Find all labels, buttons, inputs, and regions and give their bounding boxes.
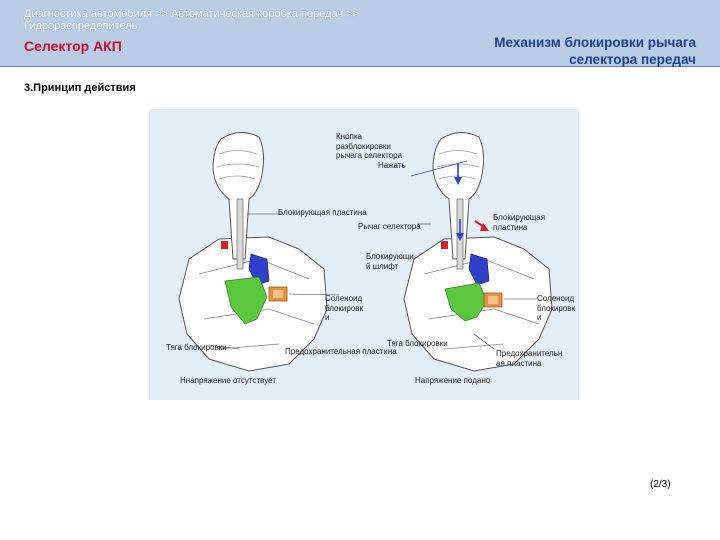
breadcrumb-line-2: Гидрораспределитель — [24, 20, 138, 32]
label-solenoid-right-line-3: и — [537, 313, 542, 322]
label-lock-pin-line-1: Блокирующи — [366, 252, 414, 261]
label-lock-plate-right: Блокирующая пластина — [493, 213, 546, 232]
breadcrumb: Диагностика автомобиля >> Автоматическая… — [24, 8, 454, 32]
label-unlock-button-line-1: Кнопка — [336, 132, 362, 141]
label-unlock-button-line-2: разблокировки — [336, 141, 391, 151]
left-selector-knob — [212, 132, 265, 260]
label-safety-plate-right-line-2: ая пластина — [496, 358, 542, 368]
label-solenoid-left-line-1: Соленоид — [325, 294, 363, 303]
label-solenoid-right: Соленоид блокировк и — [537, 294, 575, 323]
label-lock-pin-line-2: й шлифт — [366, 261, 399, 271]
label-rod-left: Тяга блокировки — [166, 343, 227, 352]
left-mechanism — [178, 132, 340, 372]
section-title: Селектор АКП — [24, 38, 122, 54]
page-title-line-2: селектора передач — [569, 52, 696, 67]
right-selector-knob — [432, 132, 485, 260]
mechanism-illustration — [178, 132, 553, 372]
label-selector-lever: Рычаг селектора — [358, 222, 421, 231]
content-heading: 3.Принцип действия — [24, 82, 136, 94]
mechanism-diagram: Кнопка разблокировки рычага селектора На… — [149, 109, 579, 400]
label-no-voltage: Ннапряжение отсутствует — [180, 376, 276, 385]
page-title: Механизм блокировки рычага селектора пер… — [436, 34, 696, 68]
label-solenoid-left: Соленоид блокировк и — [325, 294, 363, 323]
label-unlock-button: Кнопка разблокировки рычага селектора На… — [336, 132, 406, 170]
page-indicator: (2/3) — [650, 479, 671, 490]
label-safety-plate-right-line-1: Предохранительн — [496, 349, 563, 358]
label-safety-plate-right: Предохранительн ая пластина — [496, 349, 562, 368]
page-title-line-1: Механизм блокировки рычага — [494, 35, 696, 50]
label-lock-plate-left: Блокирующая пластина — [278, 208, 367, 217]
breadcrumb-line-1: Диагностика автомобиля >> Автоматическая… — [24, 8, 359, 20]
label-solenoid-left-line-2: блокировк — [325, 303, 364, 313]
label-voltage-on: Напряжение подано — [415, 376, 491, 385]
label-press: Нажать — [378, 160, 406, 170]
header-bar: Диагностика автомобиля >> Автоматическая… — [0, 0, 720, 67]
label-safety-plate-left: Предохранительная пластина — [285, 347, 397, 356]
label-solenoid-left-line-3: и — [325, 313, 330, 322]
label-rod-right: Тяга блокировки — [387, 339, 448, 348]
label-unlock-button-line-3: рычага селектора — [336, 151, 403, 160]
label-solenoid-right-line-1: Соленоид — [537, 294, 575, 303]
right-mechanism — [403, 132, 553, 372]
label-solenoid-right-line-2: блокировк — [537, 303, 576, 313]
label-lock-pin: Блокирующи й шлифт — [366, 252, 414, 271]
